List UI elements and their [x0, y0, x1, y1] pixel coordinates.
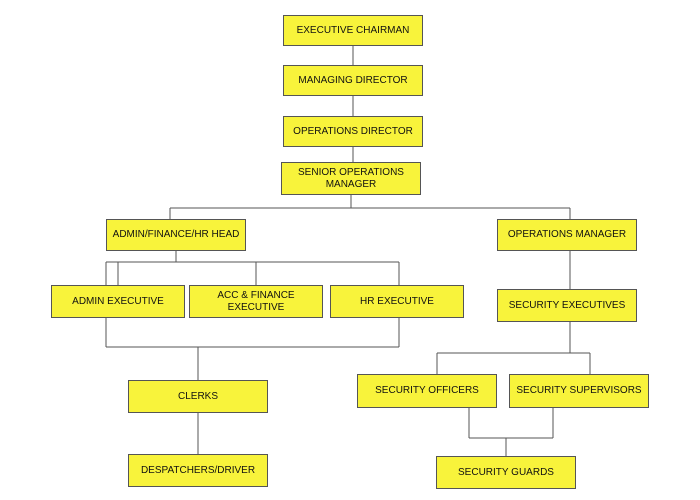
node-label: ADMIN EXECUTIVE [72, 295, 164, 307]
node-admin-finance-hr-head: ADMIN/FINANCE/HR HEAD [106, 219, 246, 251]
node-label: OPERATIONS DIRECTOR [293, 125, 413, 137]
node-label: MANAGING DIRECTOR [298, 74, 408, 86]
node-clerks: CLERKS [128, 380, 268, 413]
node-operations-manager: OPERATIONS MANAGER [497, 219, 637, 251]
node-security-supervisors: SECURITY SUPERVISORS [509, 374, 649, 408]
node-label: SECURITY OFFICERS [375, 385, 479, 396]
node-label: DESPATCHERS/DRIVER [140, 464, 256, 476]
node-label: SENIOR OPERATIONS MANAGER [298, 166, 404, 190]
node-label: ACC & FINANCE EXECUTIVE [217, 289, 301, 313]
node-label: CLERKS [177, 390, 218, 402]
node-managing-director: MANAGING DIRECTOR [283, 65, 423, 96]
node-executive-chairman: EXECUTIVE CHAIRMAN [283, 15, 423, 46]
node-label: OPERATIONS MANAGER [507, 229, 627, 240]
node-senior-operations-manager: SENIOR OPERATIONS MANAGER [281, 162, 421, 195]
node-label: ADMIN/FINANCE/HR HEAD [112, 229, 240, 240]
node-label: SECURITY EXECUTIVES [508, 299, 626, 311]
node-operations-director: OPERATIONS DIRECTOR [283, 116, 423, 147]
node-security-guards: SECURITY GUARDS [436, 456, 576, 489]
node-security-executives: SECURITY EXECUTIVES [497, 289, 637, 322]
node-label: HR EXECUTIVE [360, 295, 434, 307]
node-label: SECURITY SUPERVISORS [516, 385, 642, 396]
node-acc-finance-executive: ACC & FINANCE EXECUTIVE [189, 285, 323, 318]
node-hr-executive: HR EXECUTIVE [330, 285, 464, 318]
node-label: EXECUTIVE CHAIRMAN [296, 24, 410, 36]
node-security-officers: SECURITY OFFICERS [357, 374, 497, 408]
node-admin-executive: ADMIN EXECUTIVE [51, 285, 185, 318]
node-label: SECURITY GUARDS [458, 466, 554, 478]
node-despatchers-driver: DESPATCHERS/DRIVER [128, 454, 268, 487]
